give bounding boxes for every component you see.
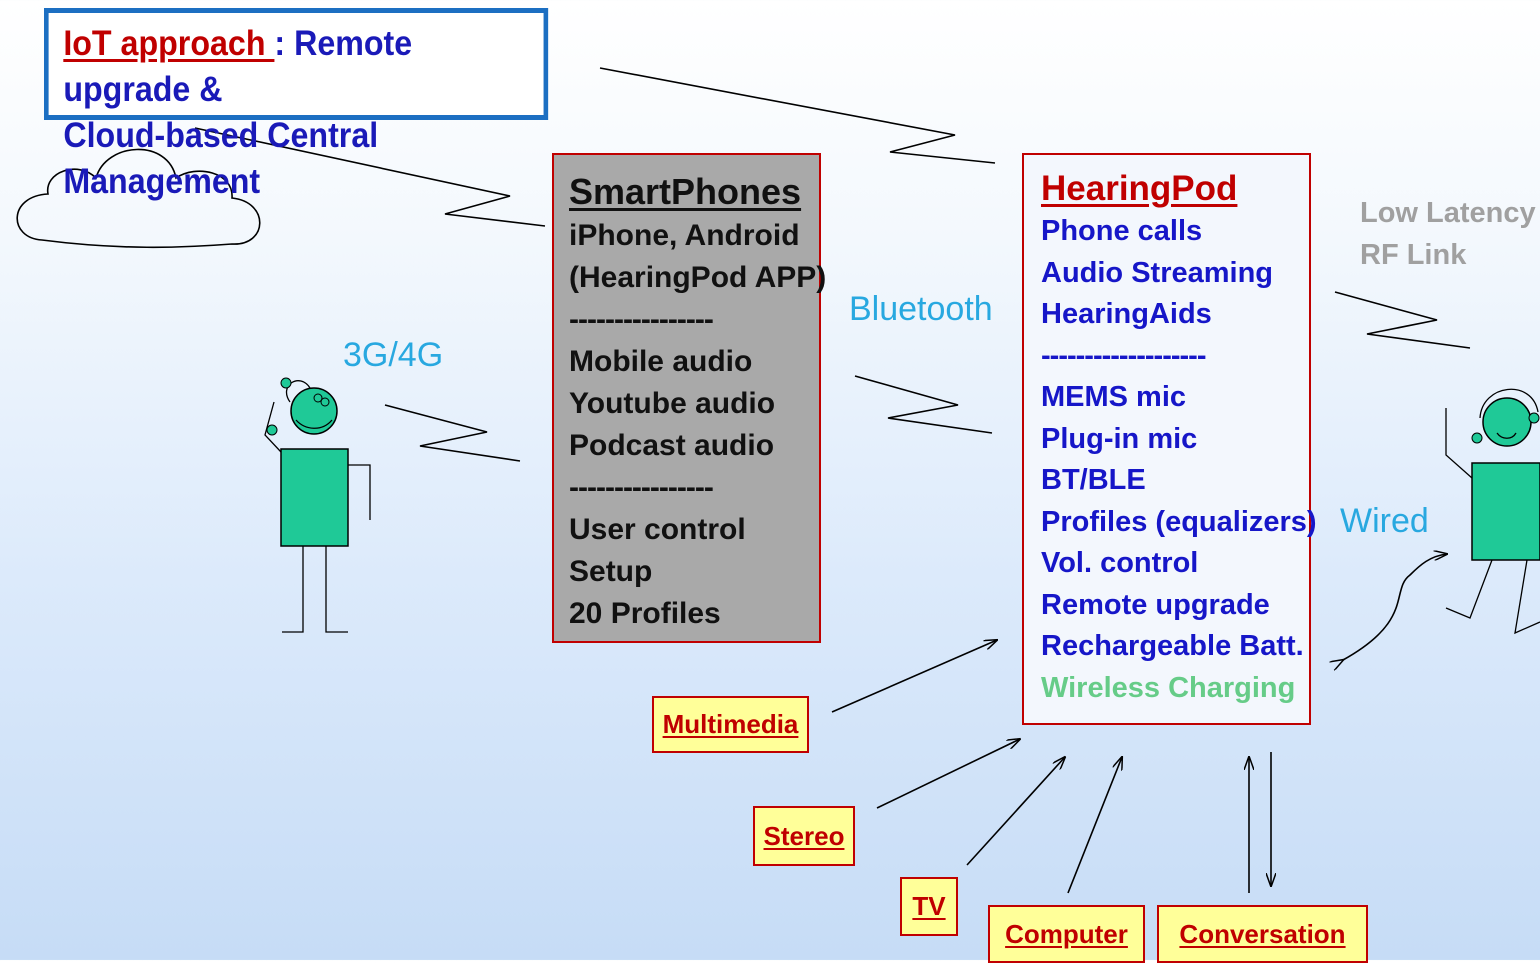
hearingpod-line: Profiles (equalizers) (1041, 505, 1317, 538)
source-computer: Computer (988, 905, 1145, 963)
source-multimedia: Multimedia (652, 696, 809, 753)
label-low-latency: Low Latency (1360, 197, 1536, 229)
iot-cloud-management-label: Cloud-based Central Management (63, 116, 379, 201)
hearingpod-box: HearingPod Phone calls Audio Streaming H… (1022, 153, 1317, 725)
hearingpod-line: HearingAids (1041, 298, 1212, 330)
iot-remote-upgrade-label: : Remote upgrade & (63, 24, 413, 109)
wireless-link-rf (1334, 291, 1471, 349)
hearingpod-line: MEMS mic (1041, 381, 1187, 413)
cloud-icon (16, 148, 261, 249)
smartphones-line: 20 Profiles (569, 597, 721, 630)
hearingpod-line: BT/BLE (1041, 464, 1146, 496)
smartphones-line: (HearingPod APP) (569, 261, 827, 294)
source-stereo: Stereo (753, 806, 855, 866)
label-wired: Wired (1340, 502, 1429, 540)
wireless-link-cloud-phones (194, 127, 546, 227)
smartphones-box: SmartPhones iPhone, Android (HearingPod … (552, 153, 827, 643)
smartphones-title: SmartPhones (569, 171, 802, 212)
smartphones-line: Setup (569, 555, 653, 588)
source-conversation: Conversation (1157, 905, 1368, 963)
smartphones-separator: ---------------- (569, 471, 714, 504)
arrow-computer (1067, 757, 1122, 894)
hearingpod-line: Vol. control (1041, 547, 1199, 579)
wireless-link-cloud-hearingpod (599, 67, 996, 164)
iot-approach-box: IoT approach : Remote upgrade & Cloud-ba… (44, 8, 549, 201)
hearingpod-line: Phone calls (1041, 215, 1203, 247)
hearingpod-line: Remote upgrade (1041, 588, 1270, 621)
arrow-multimedia (831, 640, 997, 713)
smartphones-separator: ---------------- (569, 303, 714, 336)
iot-approach-label: IoT approach (63, 24, 275, 63)
wireless-link-bluetooth (854, 375, 993, 434)
label-bluetooth: Bluetooth (849, 290, 993, 328)
arrow-stereo (876, 739, 1020, 809)
hearingpod-line: Plug-in mic (1041, 422, 1198, 455)
label-3g4g: 3G/4G (343, 336, 444, 374)
smartphones-line: iPhone, Android (569, 219, 800, 252)
hearingpod-line: Rechargeable Batt. (1041, 630, 1304, 662)
label-rf-link: RF Link (1360, 239, 1467, 271)
smartphones-line: Podcast audio (569, 429, 775, 462)
hearingpod-line: Audio Streaming (1041, 256, 1274, 289)
smartphones-line: User control (569, 513, 746, 546)
hearingpod-title: HearingPod (1041, 169, 1238, 208)
smartphones-line: Youtube audio (569, 387, 776, 420)
person-left (264, 377, 371, 633)
source-tv: TV (900, 877, 958, 936)
wireless-link-3g4g (384, 404, 521, 462)
hearingpod-wireless-charging: Wireless Charging (1041, 671, 1296, 704)
hearingpod-separator: ------------------- (1041, 339, 1207, 372)
smartphones-line: Mobile audio (569, 345, 753, 378)
wired-double-arrow (1343, 554, 1447, 660)
person-right (1445, 388, 1540, 635)
arrow-tv (966, 757, 1065, 866)
